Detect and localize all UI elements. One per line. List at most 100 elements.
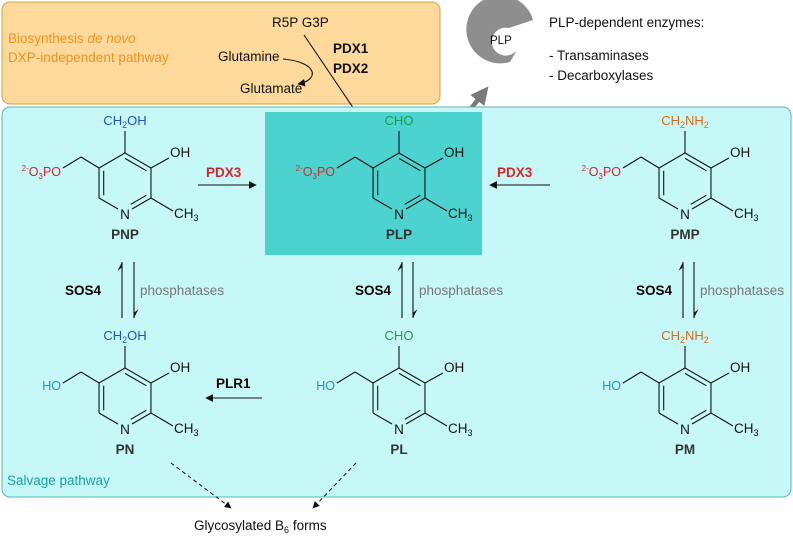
ring-nitrogen: N (120, 422, 130, 437)
ring-hydroxyl: OH (730, 145, 750, 160)
denovo-title-prefix: Biosynthesis (8, 31, 88, 46)
ring-double-bond (404, 194, 421, 205)
ring-hydroxyl: OH (730, 360, 750, 375)
denovo-title-italic: de novo (88, 31, 137, 46)
ring-bond (405, 197, 426, 210)
ring-bond (658, 412, 679, 425)
methyl-bond (424, 197, 448, 212)
hydroxyl-bond (424, 157, 444, 169)
sos4-middle-label: SOS4 (355, 283, 392, 298)
methyl-bond (424, 412, 448, 427)
ring-double-bond (398, 157, 421, 172)
phosphate-group: 2-O3PO (22, 164, 62, 181)
ring-nitrogen: N (394, 207, 404, 222)
c5-hydroxyl: HO (602, 379, 621, 393)
phosphatases-left-label: phosphatases (140, 283, 224, 298)
ring-double-bond (690, 194, 707, 205)
denovo-title: Biosynthesis de novo (8, 31, 136, 46)
molecule-name: PM (675, 442, 695, 457)
phosphate-group: 2-O3PO (582, 164, 622, 181)
ring-bond (405, 412, 426, 425)
c5-methylene-bond (80, 371, 100, 384)
ring-bond (372, 197, 393, 210)
ring-hydroxyl: OH (170, 360, 190, 375)
enzyme-item-decarboxylases: - Decarboxylases (549, 68, 654, 83)
enzyme-plp-label: PLP (490, 35, 512, 47)
ring-methyl: CH3 (448, 206, 473, 223)
molecule-pn: N OH CH3 CH2OH HO PN (42, 328, 198, 457)
c5-oxygen-bond (622, 156, 642, 169)
c5-methylene-bond (80, 156, 100, 169)
ring-methyl: CH3 (734, 206, 759, 223)
c4-substituent: CHO (385, 328, 414, 343)
ring-nitrogen: N (680, 207, 690, 222)
ring-bond (684, 152, 712, 169)
hydroxyl-bond (424, 372, 444, 384)
phosphatases-right-label: phosphatases (700, 283, 784, 298)
ring-methyl: CH3 (174, 206, 199, 223)
ring-bond (98, 412, 119, 425)
methyl-bond (710, 197, 734, 212)
pdx3-left-label: PDX3 (206, 165, 242, 180)
sos4-left-label: SOS4 (65, 283, 102, 298)
ring-hydroxyl: OH (444, 360, 464, 375)
ring-nitrogen: N (680, 422, 690, 437)
glutamate-label: Glutamate (240, 81, 302, 96)
molecule-name: PNP (111, 227, 139, 242)
c4-substituent: CH2OH (103, 328, 146, 345)
molecule-name: PL (390, 442, 407, 457)
ring-double-bond (684, 372, 707, 387)
ring-bond (98, 367, 126, 384)
glycosylated-b6-label: Glycosylated B6 forms (194, 518, 327, 535)
ring-bond (372, 152, 400, 169)
c5-methylene-bond (354, 371, 374, 384)
c4-substituent: CH2OH (103, 113, 146, 130)
ring-hydroxyl: OH (444, 145, 464, 160)
salvage-pathway-label: Salvage pathway (7, 473, 110, 488)
c5-hydroxyl: HO (42, 379, 61, 393)
plp-enzymes-heading: PLP-dependent enzymes: (549, 15, 704, 30)
ring-methyl: CH3 (174, 421, 199, 438)
hydroxyl-bond (150, 157, 170, 169)
pdx2-label: PDX2 (333, 61, 368, 76)
pdx1-label: PDX1 (333, 41, 369, 56)
c4-substituent: CHO (385, 113, 414, 128)
hydroxyl-bond (150, 372, 170, 384)
pdx3-right-label: PDX3 (497, 165, 533, 180)
ring-bond (658, 367, 686, 384)
molecule-name: PN (116, 442, 135, 457)
ring-bond (124, 367, 152, 384)
phosphatases-middle-label: phosphatases (419, 283, 503, 298)
molecule-name: PLP (386, 227, 412, 242)
ring-bond (684, 367, 712, 384)
c5-oxygen-bond (336, 156, 356, 169)
ring-double-bond (130, 194, 147, 205)
ring-double-bond (398, 372, 421, 387)
ring-bond (691, 412, 712, 425)
ring-double-bond (404, 409, 421, 420)
ring-bond (691, 197, 712, 210)
glutamine-glutamate-arrow (282, 58, 313, 87)
ring-bond (372, 412, 393, 425)
plp-pl-equilibrium (397, 262, 418, 318)
methyl-bond (710, 412, 734, 427)
ring-hydroxyl: OH (170, 145, 190, 160)
ring-bond (658, 152, 686, 169)
c5-oxygen-bond (622, 371, 642, 384)
ring-bond (131, 197, 152, 210)
ring-bond (398, 152, 426, 169)
ring-nitrogen: N (120, 207, 130, 222)
r5p-g3p-label: R5P G3P (272, 15, 329, 30)
ring-bond (98, 152, 126, 169)
sos4-right-label: SOS4 (636, 283, 673, 298)
enzyme-item-transaminases: - Transaminases (549, 48, 649, 63)
c5-hydroxyl: HO (316, 379, 335, 393)
glutamine-label: Glutamine (218, 49, 280, 64)
ring-methyl: CH3 (448, 421, 473, 438)
c5-methylene-bond (640, 156, 660, 169)
molecule-name: PMP (670, 227, 699, 242)
denovo-subtitle: DXP-independent pathway (8, 50, 169, 65)
ring-bond (124, 152, 152, 169)
